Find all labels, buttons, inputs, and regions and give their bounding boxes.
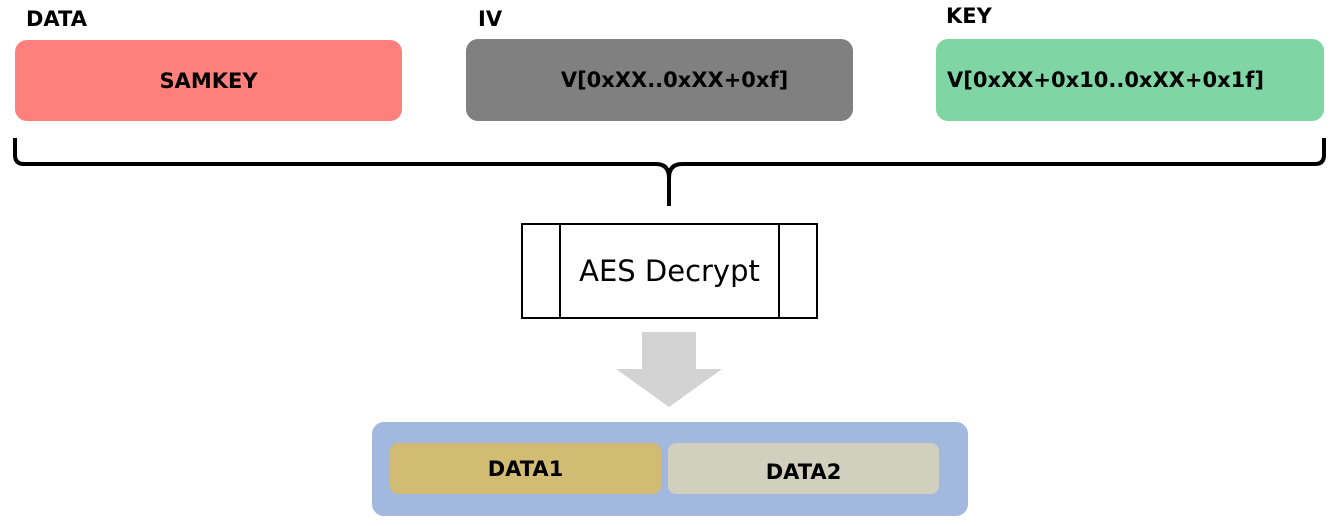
process-right-bar xyxy=(778,225,780,317)
iv-label: IV xyxy=(478,7,503,31)
key-value-box: V[0xXX+0x10..0xXX+0x1f] xyxy=(936,39,1324,121)
decrypted-output-container: DATA1 DATA2 xyxy=(372,422,968,516)
data-value-text: SAMKEY xyxy=(159,68,258,93)
data1-box: DATA1 xyxy=(390,443,661,494)
iv-value-text: V[0xXX..0xXX+0xf] xyxy=(560,68,789,92)
data2-label: DATA2 xyxy=(765,459,842,484)
key-value-text: V[0xXX+0x10..0xXX+0x1f] xyxy=(947,68,1264,92)
iv-value-box: V[0xXX..0xXX+0xf] xyxy=(466,39,853,121)
process-left-bar xyxy=(559,225,561,317)
data-value-box: SAMKEY xyxy=(15,40,402,121)
aes-decrypt-process: AES Decrypt xyxy=(521,223,818,319)
data2-box: DATA2 xyxy=(668,443,939,494)
data-label: DATA xyxy=(26,7,88,31)
brace-path xyxy=(13,138,1326,206)
arrow-shape xyxy=(616,332,722,407)
aes-decrypt-label: AES Decrypt xyxy=(579,254,760,288)
key-label: KEY xyxy=(946,4,992,28)
data1-label: DATA1 xyxy=(487,456,564,481)
down-arrow-icon xyxy=(616,332,722,407)
combine-brace xyxy=(13,138,1326,206)
